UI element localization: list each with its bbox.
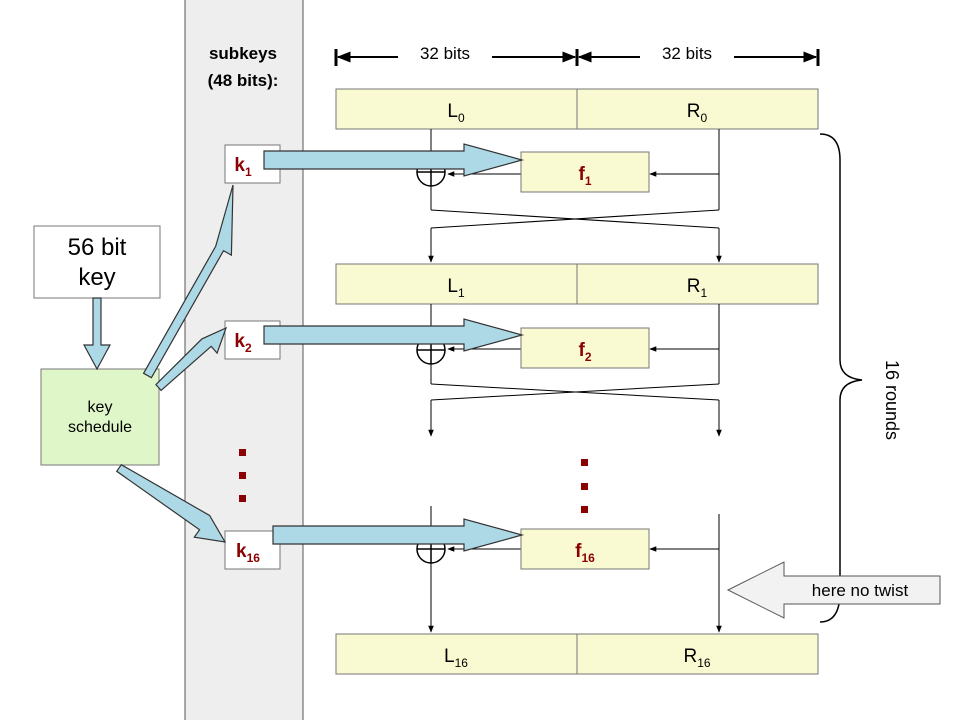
register-r16: R16	[683, 646, 710, 670]
rounds-label: 16 rounds	[882, 360, 902, 440]
width-right-label: 32 bits	[662, 44, 712, 63]
function-box-f2: f2	[520, 327, 650, 369]
register-r0: R0	[687, 101, 708, 125]
register-l16: L16	[444, 646, 468, 670]
round-16-wiring	[428, 506, 722, 633]
rounds-ellipsis	[581, 459, 588, 513]
subkey-box-k16: k16	[224, 530, 281, 570]
function-box-f1: f1	[520, 151, 650, 193]
svg-text:f1: f1	[578, 164, 591, 188]
register-l0: L0	[447, 101, 465, 125]
svg-text:k1: k1	[234, 155, 252, 179]
register-row-0: L0 R0	[335, 88, 819, 130]
svg-text:k2: k2	[234, 331, 252, 355]
schedule-to-k2-arrow	[155, 326, 228, 392]
key-schedule-line1: key	[88, 399, 113, 416]
key-to-schedule-arrow	[82, 297, 112, 371]
key-schedule-box: key schedule	[40, 368, 160, 466]
schedule-to-k16-arrow	[115, 463, 227, 543]
bit-width-indicator: 32 bits 32 bits	[334, 38, 820, 68]
key-input-line1: 56 bit	[68, 234, 127, 261]
round-1-wiring	[428, 129, 722, 263]
subkey-column	[184, 0, 304, 720]
no-twist-label: here no twist	[812, 581, 909, 600]
k2-to-f2-arrow	[263, 318, 525, 352]
no-twist-callout	[726, 561, 941, 619]
round-2-wiring	[428, 304, 722, 437]
function-box-f16: f16	[520, 528, 650, 570]
register-l1: L1	[447, 276, 465, 300]
width-left-label: 32 bits	[420, 44, 470, 63]
key-input-line2: key	[78, 264, 115, 291]
register-row-1: L1 R1	[335, 263, 819, 305]
rounds-brace	[819, 133, 863, 623]
k16-to-f16-arrow	[272, 518, 525, 552]
key-schedule-line2: schedule	[68, 419, 132, 436]
subkeys-ellipsis	[239, 449, 246, 502]
svg-text:k16: k16	[236, 541, 260, 565]
svg-text:f16: f16	[575, 541, 595, 565]
subkeys-header-line1: subkeys	[209, 44, 277, 63]
schedule-to-k1-arrow	[142, 184, 234, 379]
register-r1: R1	[687, 276, 708, 300]
svg-text:f2: f2	[578, 340, 591, 364]
key-input-box: 56 bit key	[33, 225, 161, 299]
k1-to-f1-arrow	[263, 143, 525, 177]
thick-arrows	[82, 143, 525, 552]
subkeys-header-line2: (48 bits):	[208, 71, 279, 90]
register-row-16: L16 R16	[335, 633, 819, 675]
